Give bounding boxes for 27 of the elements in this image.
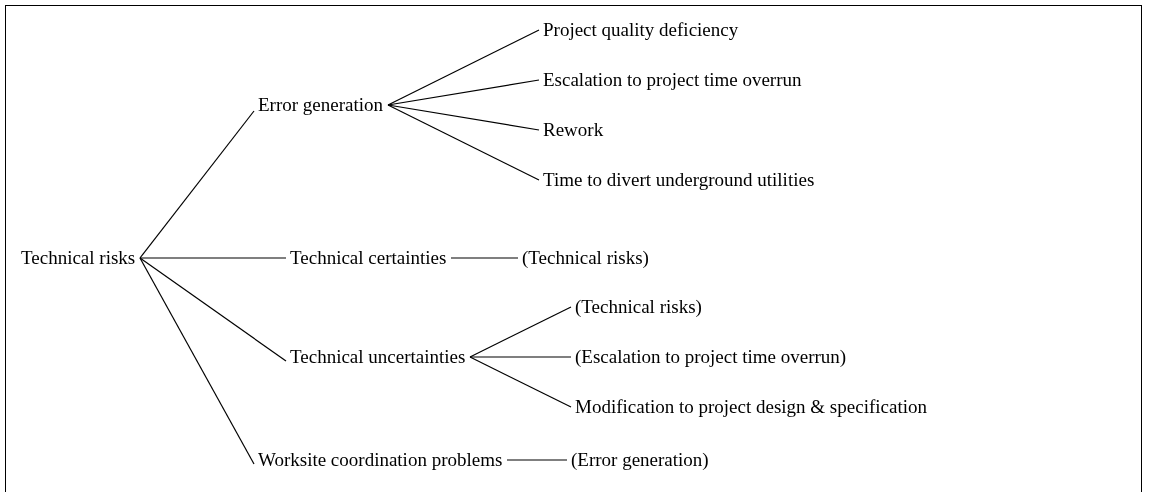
connector-line — [450, 257, 519, 259]
connector-line — [139, 257, 287, 259]
connector-line — [469, 306, 572, 358]
node-text: (Technical risks) — [522, 246, 649, 270]
node-text: Worksite coordination problems — [258, 448, 503, 472]
node-text: Rework — [543, 118, 604, 142]
node-text: Modification to project design & specification — [575, 395, 927, 419]
connector-line — [139, 257, 287, 362]
connector-line — [139, 110, 255, 259]
connector-line — [469, 356, 572, 408]
connector-line — [506, 459, 568, 461]
node-text: (Technical risks) — [575, 295, 702, 319]
node-text: Time to divert underground utilities — [543, 168, 815, 192]
connector-line — [387, 29, 540, 106]
connector-line — [139, 257, 255, 465]
connector-line — [387, 104, 540, 181]
node-text: Technical certainties — [290, 246, 447, 270]
node-text: Technical risks — [21, 246, 136, 270]
connector-line — [387, 79, 540, 106]
node-text: (Error generation) — [571, 448, 709, 472]
node-text: Escalation to project time overrun — [543, 68, 802, 92]
connector-line — [387, 104, 540, 131]
node-text: (Escalation to project time overrun) — [575, 345, 847, 369]
node-text: Project quality deficiency — [543, 18, 739, 42]
connector-line — [469, 356, 572, 358]
node-text: Error generation — [258, 93, 384, 117]
node-text: Technical uncertainties — [290, 345, 466, 369]
